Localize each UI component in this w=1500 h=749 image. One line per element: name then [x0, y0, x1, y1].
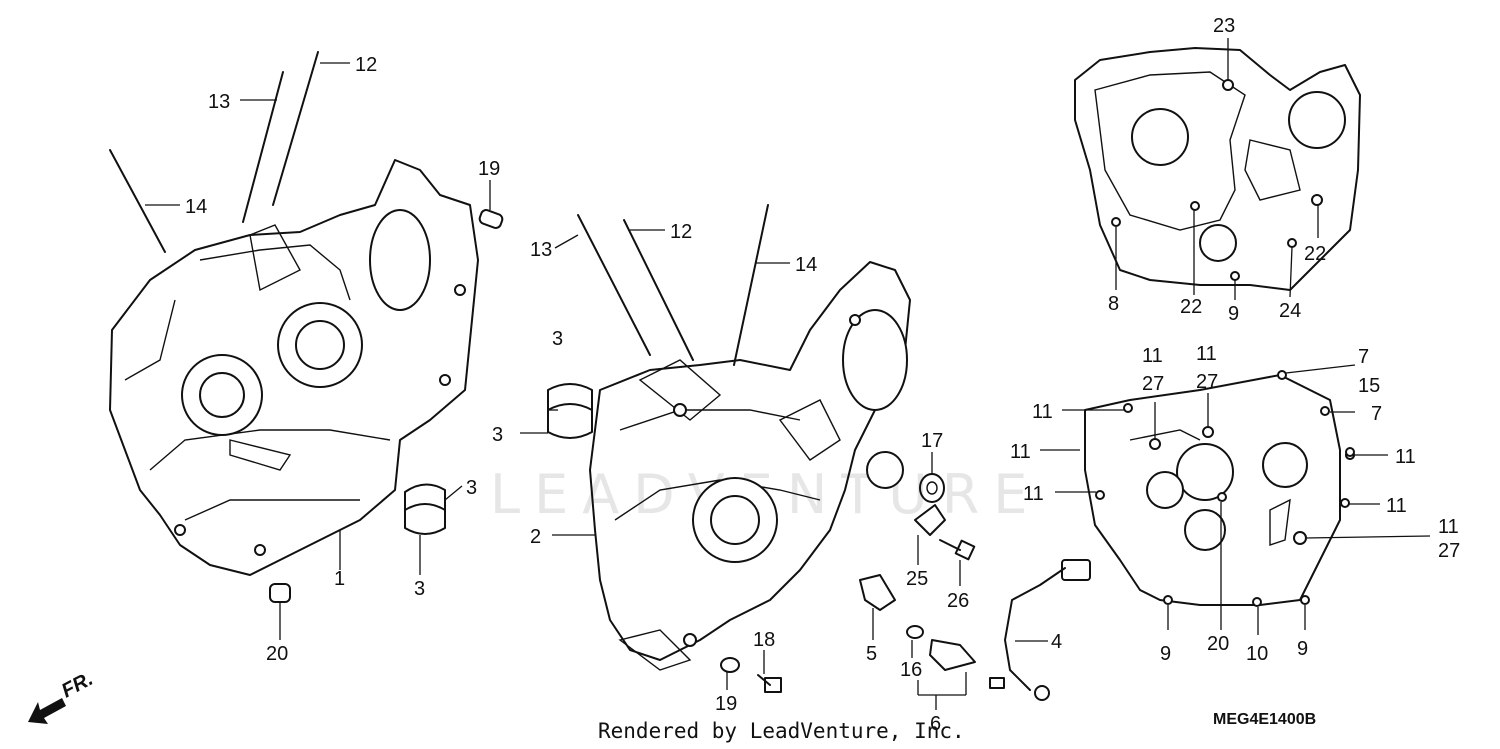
callout-7-b: 7: [1371, 403, 1382, 425]
callout-11-e: 11: [1023, 483, 1044, 505]
callout-25: 25: [906, 568, 928, 590]
stud-bolt-14-center: [733, 204, 769, 366]
bearing-3-b: [404, 483, 446, 535]
front-label: FR.: [58, 668, 97, 703]
callout-10: 10: [1246, 643, 1268, 665]
callout-11-h: 11: [1438, 516, 1459, 538]
callout-19: 19: [715, 693, 737, 715]
callout-7-a: 7: [1358, 346, 1369, 368]
callout-3-a: 3: [552, 328, 563, 350]
callout-8: 8: [1108, 293, 1119, 315]
stud-bolt-13-center: [577, 214, 651, 356]
callout-27-b: 27: [1196, 371, 1218, 393]
callout-4: 4: [1051, 631, 1062, 653]
callout-27-a: 27: [1142, 373, 1164, 395]
callout-18: 18: [753, 629, 775, 651]
callout-11-c: 11: [1032, 401, 1053, 423]
callout-21: 20: [1207, 633, 1229, 655]
callout-1: 1: [334, 568, 345, 590]
callout-22-b: 22: [1304, 243, 1326, 265]
crankcase-left: [109, 159, 479, 576]
callout-11-a: 11: [1142, 345, 1163, 367]
callout-11-g: 11: [1386, 495, 1407, 517]
stud-bolt-13-left: [242, 71, 284, 223]
diagram-code: MEG4E1400B: [1213, 711, 1316, 728]
callout-15: 15: [1358, 375, 1380, 397]
callout-12-left: 12: [355, 54, 377, 76]
callout-20-lower: 20: [266, 643, 288, 665]
leader-lines: [145, 38, 1431, 710]
footer-credit: Rendered by LeadVenture, Inc.: [598, 719, 965, 743]
callout-9-top: 9: [1228, 303, 1239, 325]
callout-20-upper: 19: [478, 158, 500, 180]
gasket-lower: [1084, 370, 1355, 607]
dowel-pin-lower: [269, 583, 291, 603]
stud-bolt-12-left: [272, 51, 319, 206]
callout-6: 6: [930, 713, 941, 735]
front-arrow-icon: [28, 698, 66, 724]
sensor-harness-4: [989, 559, 1091, 701]
callout-5: 5: [866, 643, 877, 665]
bolt-18: [757, 674, 782, 693]
callout-14-center: 14: [795, 254, 817, 276]
sensor-6: [929, 639, 976, 671]
clip-25: [914, 504, 946, 536]
callout-23: 23: [1213, 15, 1235, 37]
callout-17: 17: [921, 430, 943, 452]
crankcase-right: [589, 261, 911, 671]
callout-16: 16: [900, 659, 922, 681]
callout-9-a: 9: [1160, 643, 1171, 665]
front-direction-indicator: FR.: [28, 668, 97, 724]
stud-bolt-12-center: [623, 219, 694, 361]
stud-bolt-14-left: [109, 149, 166, 253]
callout-24: 24: [1279, 300, 1301, 322]
callout-13-center: 13: [530, 239, 552, 261]
callout-3-b: 3: [492, 424, 503, 446]
callout-2: 2: [530, 526, 541, 548]
callout-11-f: 11: [1395, 446, 1416, 468]
callout-14-left: 14: [185, 196, 207, 218]
washer-16: [906, 625, 924, 639]
callout-11-d: 11: [1010, 441, 1031, 463]
callout-26: 26: [947, 590, 969, 612]
callout-3-d: 3: [414, 578, 425, 600]
gasket-upper: [1074, 47, 1361, 291]
callout-27-c: 27: [1438, 540, 1460, 562]
bolt-26: [939, 539, 976, 561]
callout-9-b: 9: [1297, 638, 1308, 660]
callout-13-left: 13: [208, 91, 230, 113]
dowel-pin-upper: [478, 209, 504, 229]
callout-12-center: 12: [670, 221, 692, 243]
callout-3-c: 3: [466, 477, 477, 499]
callout-22-a: 22: [1180, 296, 1202, 318]
callout-numbers: 12 13 14 19 1 20 3 3 3 3 13 12 14 2 17 2…: [185, 15, 1460, 735]
washer-19: [720, 657, 740, 673]
callout-11-b: 11: [1196, 343, 1217, 365]
bearing-3-a: [547, 383, 593, 439]
switch-5: [859, 574, 896, 611]
